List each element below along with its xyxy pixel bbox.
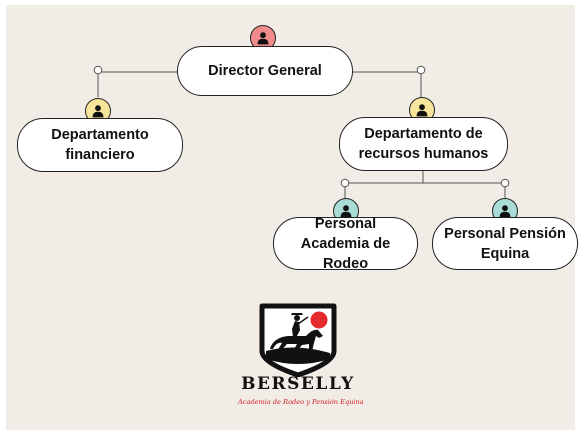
person-icon xyxy=(499,205,511,218)
node-director-general[interactable]: Director General xyxy=(177,46,353,96)
logo-brand-name: BERSELLY xyxy=(241,374,355,394)
horse-rider-emblem-icon xyxy=(259,303,337,377)
berselly-logo: BERSELLY Academia de Rodeo y Pensión Equ… xyxy=(238,303,364,415)
person-icon xyxy=(416,104,428,117)
logo-tagline: Academia de Rodeo y Pensión Equina xyxy=(238,398,364,406)
node-hr-department[interactable]: Departamento de recursos humanos xyxy=(339,117,508,171)
person-icon xyxy=(92,105,104,118)
node-equine-boarding-staff[interactable]: Personal Pensión Equina xyxy=(432,217,578,270)
node-finance-department[interactable]: Departamento financiero xyxy=(17,118,183,172)
person-icon xyxy=(340,205,352,218)
node-rodeo-academy-staff[interactable]: Personal Academia de Rodeo xyxy=(273,216,418,272)
person-icon xyxy=(257,32,269,45)
